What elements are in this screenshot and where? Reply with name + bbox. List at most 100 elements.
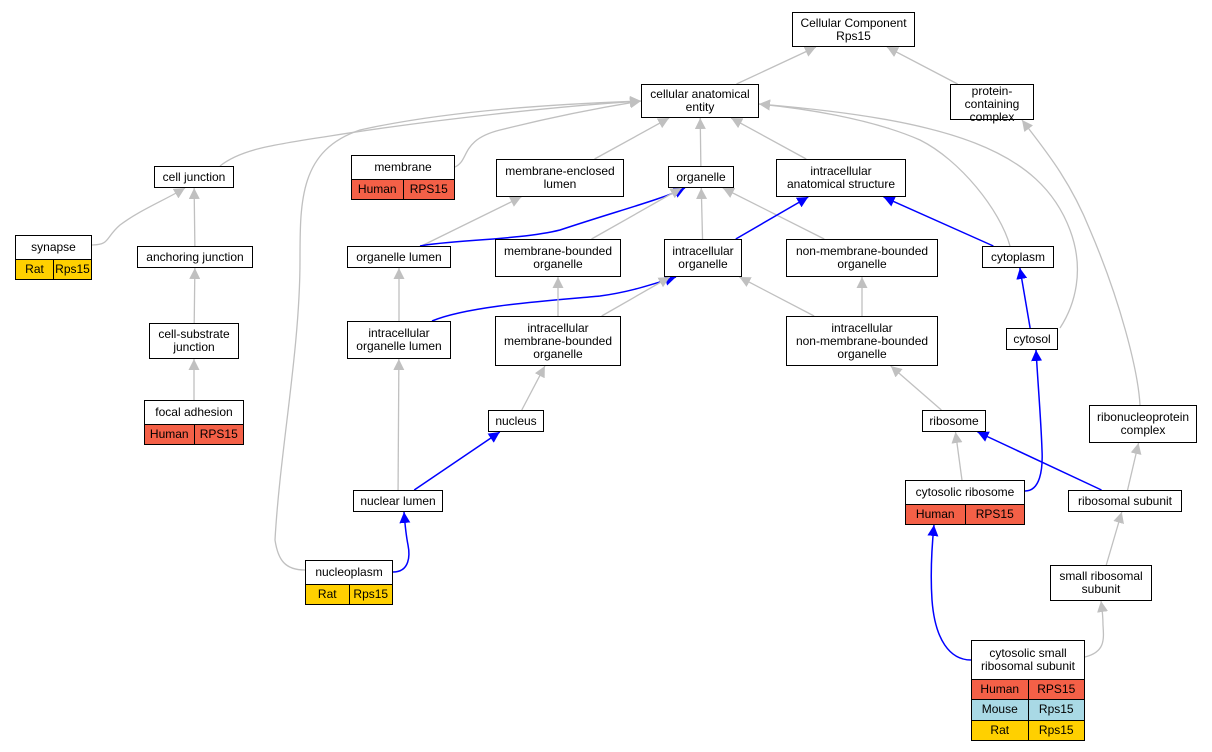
node-label: cell-substrate junction [158, 327, 230, 354]
edge-intracellular-membrane-bounded-organelle-to-intracellular-organelle [601, 276, 671, 317]
node-membrane-enclosed-lumen[interactable]: membrane-enclosed lumen [496, 159, 624, 197]
node-cell-junction[interactable]: cell junction [154, 166, 234, 188]
node-label: cytoplasm [990, 249, 1046, 264]
node-organelle-lumen[interactable]: organelle lumen [347, 246, 451, 268]
edge-intracellular-anatomical-structure-to-cellular-anatomical-entity [730, 117, 807, 160]
node-label: intracellular membrane-bounded organelle [503, 320, 613, 361]
node-protein-containing-complex[interactable]: protein-containing complex [950, 84, 1034, 124]
node-intracellular-non-membrane-bounded-organelle[interactable]: intracellular non-membrane-bounded organ… [786, 316, 938, 366]
node-label: membrane [374, 160, 432, 174]
species-name: Human [357, 182, 397, 196]
edge-intracellular-organelle-to-organelle [696, 187, 708, 240]
node-label: synapse [31, 240, 76, 254]
node-intracellular-anatomical-structure[interactable]: intracellular anatomical structure [776, 159, 906, 197]
node-label: non-membrane-bounded organelle [795, 244, 929, 271]
gene-symbol: RPS15 [402, 180, 455, 199]
node-cellular-anatomical-entity[interactable]: cellular anatomical entity [641, 84, 759, 118]
edge-cell-substrate-junction-to-anchoring-junction [189, 267, 201, 324]
node-small-ribosomal-subunit[interactable]: small ribosomal subunit [1050, 565, 1152, 601]
node-cytoplasm[interactable]: cytoplasm [982, 246, 1054, 268]
node-label: cytosolic ribosome [915, 485, 1015, 499]
species-name: Human [980, 682, 1020, 697]
edge-ribosome-to-intracellular-non-membrane-bounded-organelle [890, 365, 942, 411]
edge-anchoring-junction-to-cell-junction [188, 187, 200, 247]
node-label: nuclear lumen [360, 493, 436, 508]
gene-symbol: Rps15 [1027, 720, 1085, 740]
edge-cytoplasm-to-cellular-anatomical-entity [758, 99, 1011, 247]
edge-organelle-to-cellular-anatomical-entity [694, 117, 706, 167]
node-intracellular-membrane-bounded-organelle[interactable]: intracellular membrane-bounded organelle [495, 316, 621, 366]
edge-cytoplasm-to-intracellular-anatomical-structure [883, 196, 994, 247]
node-label: organelle [676, 169, 726, 184]
node-label: cytosol [1013, 331, 1051, 346]
edge-intracellular-organelle-to-intracellular-anatomical-structure [735, 196, 809, 240]
node-label: membrane-enclosed lumen [505, 164, 615, 191]
node-label: Cellular Component Rps15 [800, 15, 907, 43]
node-label: cellular anatomical entity [650, 87, 750, 114]
node-label: ribosomal subunit [1077, 493, 1173, 508]
node-label: ribonucleoprotein complex [1096, 410, 1190, 437]
node-label: intracellular anatomical structure [786, 164, 896, 191]
node-membrane-bounded-organelle[interactable]: membrane-bounded organelle [495, 239, 621, 277]
species-name: Rat [317, 587, 337, 601]
species-row-rat: Rat Rps15 [306, 584, 392, 604]
node-intracellular-organelle-lumen[interactable]: intracellular organelle lumen [347, 321, 451, 359]
gene-symbol: Rps15 [1027, 700, 1085, 720]
edge-membrane-to-cellular-anatomical-entity [454, 97, 642, 168]
node-label: anchoring junction [146, 249, 244, 264]
species-row-human: Human RPS15 [972, 679, 1085, 700]
node-label: intracellular non-membrane-bounded organ… [795, 320, 929, 361]
node-nuclear-lumen[interactable]: nuclear lumen [353, 490, 443, 512]
edge-intracellular-organelle-lumen-to-intracellular-organelle [431, 274, 677, 322]
species-name: Human [149, 427, 189, 441]
edge-membrane-enclosed-lumen-to-cellular-anatomical-entity [594, 117, 670, 160]
species-row-human: Human RPS15 [352, 179, 454, 199]
node-label: cytosolic small ribosomal subunit [980, 646, 1076, 673]
edge-ribosomal-subunit-to-ribosome [977, 431, 1102, 491]
edge-nuclear-lumen-to-nucleus [413, 431, 501, 491]
node-cellular-component[interactable]: Cellular Component Rps15 [792, 12, 915, 47]
node-label: cell junction [162, 169, 226, 184]
node-ribonucleoprotein-complex[interactable]: ribonucleoprotein complex [1089, 405, 1197, 443]
node-cell-substrate-junction[interactable]: cell-substrate junction [149, 323, 239, 359]
gene-symbol: RPS15 [1027, 680, 1085, 700]
species-name: Rat [990, 722, 1010, 737]
species-name: Rat [25, 262, 44, 276]
node-intracellular-organelle[interactable]: intracellular organelle [664, 239, 742, 277]
node-label: intracellular organelle [672, 244, 734, 271]
edge-organelle-lumen-to-organelle [419, 187, 686, 247]
edge-organelle-lumen-to-membrane-enclosed-lumen [421, 196, 522, 247]
edge-nuclear-lumen-to-intracellular-organelle-lumen [393, 358, 405, 491]
gene-symbol: Rps15 [348, 585, 393, 604]
node-cytosol[interactable]: cytosol [1006, 328, 1058, 350]
node-non-membrane-bounded-organelle[interactable]: non-membrane-bounded organelle [786, 239, 938, 277]
node-anchoring-junction[interactable]: anchoring junction [137, 246, 253, 268]
node-label: focal adhesion [155, 405, 233, 419]
node-organelle[interactable]: organelle [668, 166, 734, 188]
node-ribosome[interactable]: ribosome [922, 410, 986, 432]
edge-ribonucleoprotein-complex-to-protein-containing-complex [1021, 119, 1141, 406]
node-label: small ribosomal subunit [1059, 569, 1143, 596]
edge-cytosol-to-cellular-anatomical-entity [758, 99, 1079, 329]
edge-membrane-bounded-organelle-to-organelle [591, 187, 682, 240]
species-row-rat: Rat Rps15 [972, 719, 1085, 740]
species-name: Mouse [981, 702, 1018, 717]
edge-cytosol-to-cytoplasm [1016, 267, 1031, 329]
node-ribosomal-subunit[interactable]: ribosomal subunit [1068, 490, 1182, 512]
node-nucleus[interactable]: nucleus [488, 410, 544, 432]
edge-synapse-to-cell-junction [91, 187, 186, 246]
node-label: nucleus [495, 413, 537, 428]
node-label: organelle lumen [356, 249, 442, 264]
gene-symbol: RPS15 [964, 505, 1025, 524]
